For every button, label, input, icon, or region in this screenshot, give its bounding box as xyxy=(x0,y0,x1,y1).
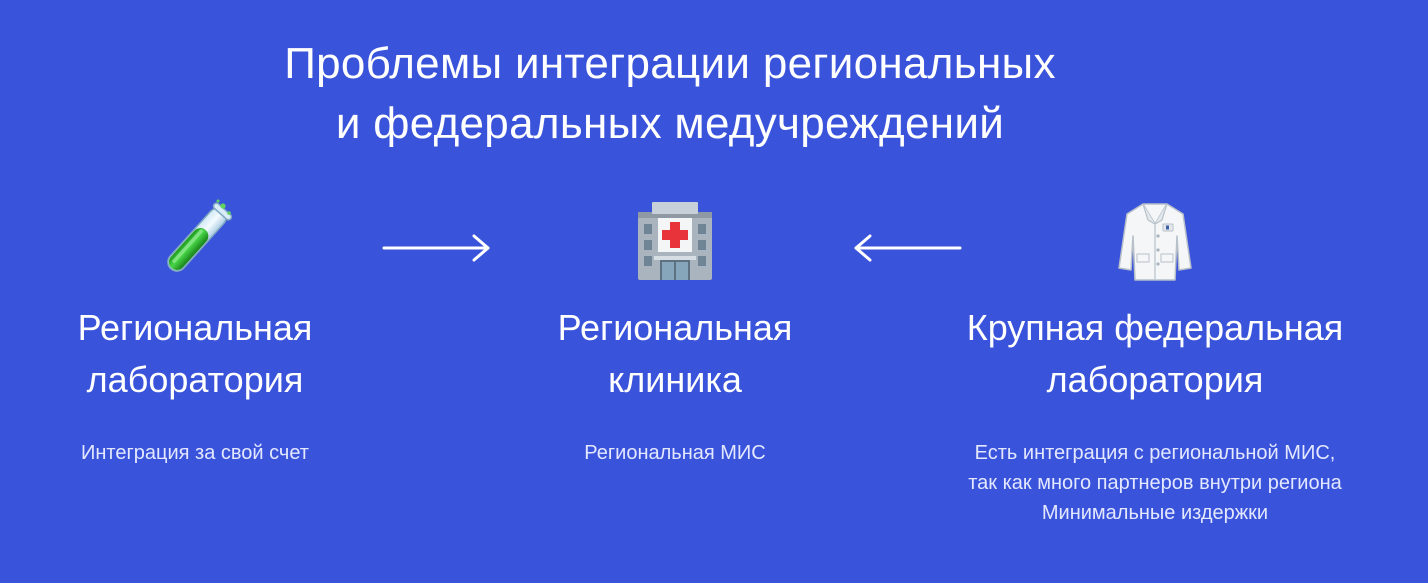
heading-line-2: лаборатория xyxy=(86,359,304,400)
arrow-left-icon xyxy=(854,234,962,262)
heading-line-2: лаборатория xyxy=(1046,359,1264,400)
lab-coat-icon xyxy=(1118,203,1192,281)
test-tube-icon xyxy=(167,199,233,272)
node-description: Интеграция за свой счет xyxy=(20,438,370,468)
heading-line-1: Региональная xyxy=(77,307,313,348)
node-regional-laboratory: Региональная лаборатория Интеграция за с… xyxy=(20,196,370,468)
node-heading: Крупная федеральная лаборатория xyxy=(910,302,1400,406)
page-title: Проблемы интеграции региональных и федер… xyxy=(0,34,1340,154)
title-line-2: и федеральных медучреждений xyxy=(335,99,1005,148)
title-line-1: Проблемы интеграции региональных xyxy=(284,39,1056,88)
node-description: Есть интеграция с региональной МИС, так … xyxy=(910,438,1400,528)
node-regional-clinic: Региональная клиника Региональная МИС xyxy=(500,196,850,468)
node-description: Региональная МИС xyxy=(500,438,850,468)
heading-line-1: Крупная федеральная xyxy=(966,307,1344,348)
node-federal-laboratory: Крупная федеральная лаборатория Есть инт… xyxy=(910,196,1400,528)
desc-line-3: Минимальные издержки xyxy=(1041,502,1269,524)
node-heading: Региональная клиника xyxy=(500,302,850,406)
heading-line-2: клиника xyxy=(608,359,742,400)
desc-line-1: Интеграция за свой счет xyxy=(81,442,309,464)
arrow-right-icon xyxy=(382,234,490,262)
node-heading: Региональная лаборатория xyxy=(20,302,370,406)
heading-line-1: Региональная xyxy=(557,307,793,348)
desc-line-2: так как много партнеров внутри региона xyxy=(968,472,1342,494)
desc-line-1: Региональная МИС xyxy=(584,442,766,464)
hospital-icon xyxy=(638,202,712,280)
desc-line-1: Есть интеграция с региональной МИС, xyxy=(974,442,1336,464)
